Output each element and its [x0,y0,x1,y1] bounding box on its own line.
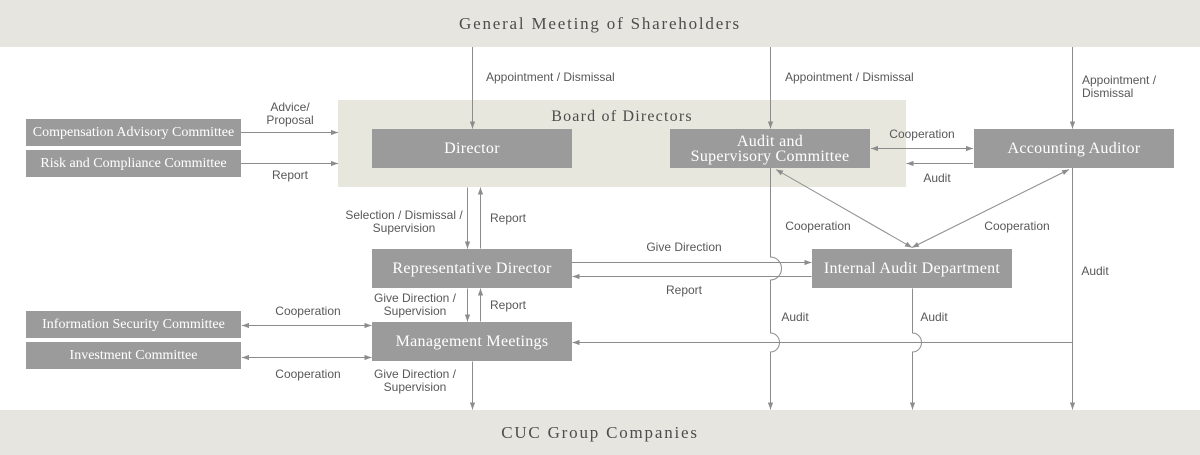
risk-compliance-committee-label: Risk and Compliance Committee [40,155,227,171]
representative-director-box: Representative Director [372,249,572,288]
advice-proposal-label: Advice/ Proposal [266,99,314,127]
direction-group-label: Give Direction / Supervision [373,366,457,394]
risk-report-label: Report [271,167,309,182]
compensation-advisory-committee-box: Compensation Advisory Committee [26,119,241,146]
group-companies-band: CUC Group Companies [0,410,1200,455]
internal-audit-department-label: Internal Audit Department [823,260,1001,277]
audit-supervisory-committee-box: Audit and Supervisory Committee [670,129,870,168]
audit-internal-group-label: Audit [920,309,948,324]
appointment-dismissal-label-auditor: Appointment / Dismissal [1082,72,1157,100]
general-meeting-label: General Meeting of Shareholders [459,13,741,33]
accounting-auditor-box: Accounting Auditor [974,129,1174,168]
information-security-committee-box: Information Security Committee [26,311,241,338]
investment-committee-box: Investment Committee [26,342,241,369]
auditor-internal-cooperation-arrow [911,169,1070,248]
management-meetings-box: Management Meetings [372,322,572,361]
accounting-auditor-label: Accounting Auditor [1007,140,1141,157]
audit-supervisory-committee-label: Audit and Supervisory Committee [690,132,850,165]
report-management-label: Report [490,297,527,312]
audit-internal-group-arrow [909,288,922,410]
group-companies-label: CUC Group Companies [501,422,699,442]
investment-cooperation-label: Cooperation [275,366,341,381]
risk-compliance-committee-box: Risk and Compliance Committee [26,150,241,177]
audit-committee-group-label: Audit [781,309,809,324]
report-internal-label: Report [665,282,703,297]
selection-dismissal-supervision-label: Selection / Dismissal / Supervision [345,207,463,235]
general-meeting-band: General Meeting of Shareholders [0,0,1200,47]
give-direction-internal-label: Give Direction [646,239,722,254]
info-security-cooperation-label: Cooperation [275,303,341,318]
report-to-board-label: Report [490,210,527,225]
board-of-directors-label: Board of Directors [551,108,693,125]
direction-management-label: Give Direction / Supervision [373,290,457,318]
director-label: Director [444,140,500,157]
appointment-dismissal-label-director: Appointment / Dismissal [486,70,615,84]
management-meetings-label: Management Meetings [395,333,549,350]
compensation-advisory-committee-label: Compensation Advisory Committee [32,124,235,140]
director-box: Director [372,129,572,168]
audit-accounting-group-label: Audit [1081,263,1109,278]
internal-audit-department-box: Internal Audit Department [812,249,1012,288]
information-security-committee-label: Information Security Committee [42,316,225,332]
appointment-dismissal-label-committee: Appointment / Dismissal [785,70,914,84]
audit-committee-group-arrow [767,168,782,410]
auditors-cooperation-label: Cooperation [889,126,955,141]
investment-committee-label: Investment Committee [69,347,198,363]
representative-director-label: Representative Director [392,260,552,277]
committee-internal-cooperation-arrow [775,169,913,248]
